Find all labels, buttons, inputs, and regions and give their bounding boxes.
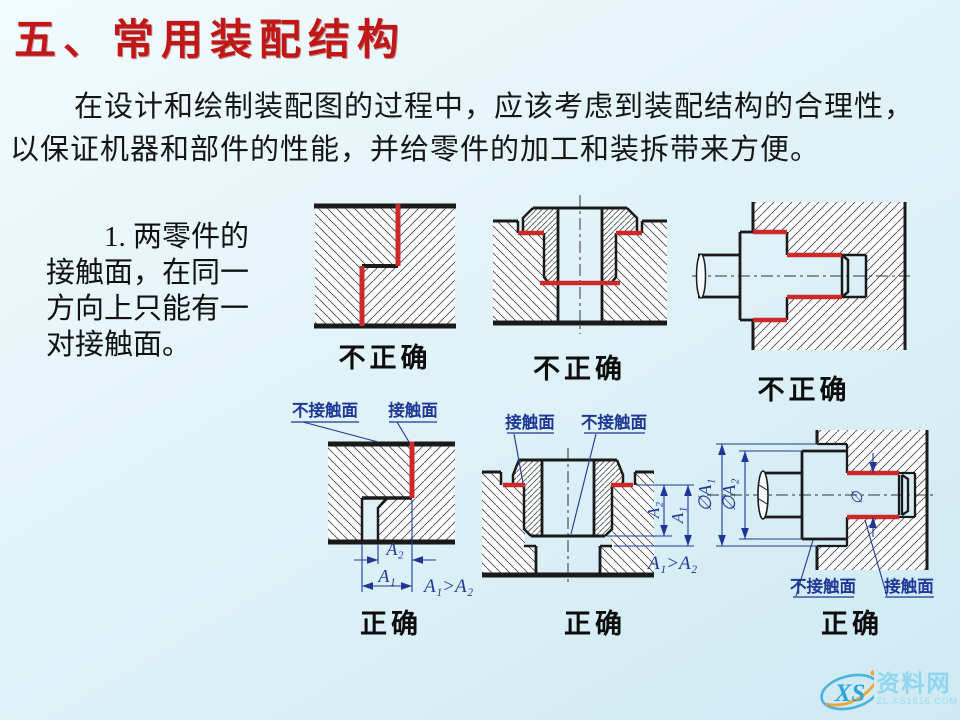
watermark-logo-text: XS — [834, 680, 866, 707]
relation-a1-gt-a2: A₁>A₂ — [422, 576, 474, 597]
leader-labels: 接触面 不接触面 — [505, 412, 647, 535]
watermark-text: 资料网 ZL.XS1616.COM — [876, 672, 958, 706]
dim-a1: A₁ — [377, 566, 395, 586]
watermark-site-url: ZL.XS1616.COM — [876, 696, 958, 706]
rule-note-line-4: 对接触面。 — [46, 329, 192, 361]
caption-incorrect-3: 不正确 — [757, 375, 851, 405]
dimension-lines — [354, 500, 436, 592]
caption-incorrect-1: 不正确 — [338, 343, 432, 373]
dim-a2: A₂ — [644, 502, 663, 519]
rule-note-line-2: 接触面，在同一 — [46, 257, 250, 289]
page-title: 五、常用装配结构 — [14, 18, 407, 64]
rule-note-line-1: 1. 两零件的 — [104, 221, 250, 253]
labels-step-joint-correct: 不接触面 接触面 — [291, 400, 438, 443]
watermark-site-name: 资料网 — [876, 670, 952, 696]
label-no-contact: 不接触面 — [790, 576, 856, 596]
intro-text-line-1: 在设计和绘制装配图的过程中，应该考虑到装配结构的合理性， — [74, 91, 915, 123]
dim-dia-a2: ∅A₂ — [719, 479, 739, 512]
watermark-logo: XS — [820, 670, 875, 711]
caption-correct-3: 正确 — [821, 609, 883, 639]
rule-note-line-3: 方向上只能有一 — [46, 293, 250, 325]
label-contact: 接触面 — [505, 412, 555, 432]
dim-dia: ∅ — [850, 491, 866, 505]
relation-a1-gt-a2: A₁>A₂ — [646, 553, 698, 574]
caption-incorrect-2: 不正确 — [533, 354, 626, 384]
dimension-lines — [607, 484, 694, 547]
drawing-shaft-incorrect — [692, 202, 910, 350]
watermark[interactable]: XS 资料网 ZL.XS1616.COM — [818, 662, 958, 716]
caption-correct-2: 正确 — [564, 609, 626, 639]
intro-text-line-2: 以保证机器和部件的性能，并给零件的加工和装拆带来方便。 — [10, 134, 821, 166]
drawing-step-joint-incorrect — [314, 203, 456, 329]
dimension-lines — [716, 443, 877, 547]
dim-dia-a1: ∅A₁ — [695, 479, 715, 512]
label-no-contact: 不接触面 — [581, 412, 647, 432]
label-no-contact: 不接触面 — [292, 400, 358, 420]
caption-correct-1: 正确 — [360, 609, 422, 639]
leader-labels: 不接触面 接触面 — [790, 519, 934, 598]
label-contact: 接触面 — [884, 576, 934, 596]
drawing-step-joint-correct: A₂ A₁ A₁>A₂ 不接触面 — [328, 441, 474, 597]
label-contact: 接触面 — [388, 400, 438, 420]
dim-a2: A₂ — [385, 539, 403, 559]
drawing-bushing-correct: 接触面 不接触面 A₂ A₁ A₁>A₂ — [482, 412, 698, 584]
drawing-bushing-incorrect — [493, 195, 667, 334]
drawing-shaft-correct: ∅A₁ ∅A₂ ∅ 不接触面 接触面 — [695, 430, 934, 598]
dim-a1: A₁ — [668, 507, 687, 524]
